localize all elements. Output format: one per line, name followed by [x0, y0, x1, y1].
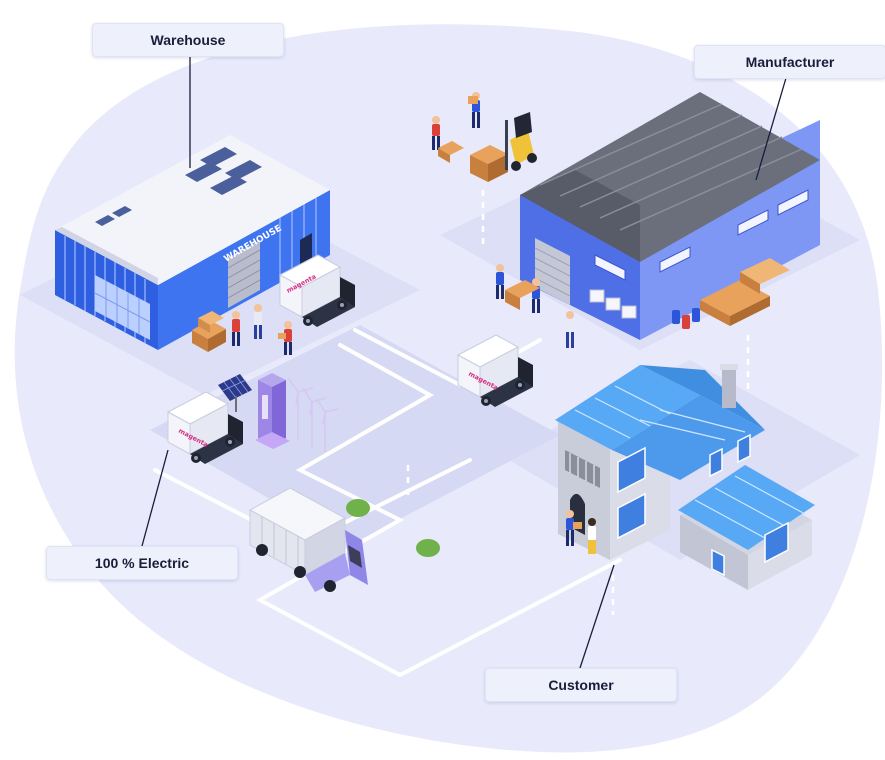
- delivery-van-electric: magenta: [167, 391, 244, 465]
- delivery-van-center: magenta: [457, 334, 534, 408]
- electric-label: 100 % Electric: [46, 546, 238, 580]
- delivery-van-warehouse: magenta: [279, 254, 356, 328]
- route-markers: [406, 190, 750, 615]
- manufacturer-pallets: [700, 258, 790, 326]
- solar-panel: [218, 374, 252, 412]
- cargo-truck: [248, 487, 368, 592]
- callout-lines: [141, 55, 787, 669]
- forklift-group: [432, 92, 537, 182]
- customer-label: Customer: [485, 668, 677, 702]
- bushes: [346, 499, 440, 557]
- manufacturer-label: Manufacturer: [694, 45, 885, 79]
- oil-barrels: [672, 308, 700, 329]
- charging-station: [255, 373, 290, 449]
- customer-house: [555, 364, 815, 590]
- wind-turbines: [287, 377, 339, 452]
- customer-people: [566, 510, 596, 554]
- manufacturer-building: [520, 92, 820, 340]
- warehouse-building: WAREHOUSE: [55, 135, 330, 350]
- warehouse-label: Warehouse: [92, 23, 284, 57]
- warehouse-crates: [192, 311, 226, 352]
- manufacturer-workers: [496, 264, 574, 348]
- warehouse-workers: [232, 304, 292, 355]
